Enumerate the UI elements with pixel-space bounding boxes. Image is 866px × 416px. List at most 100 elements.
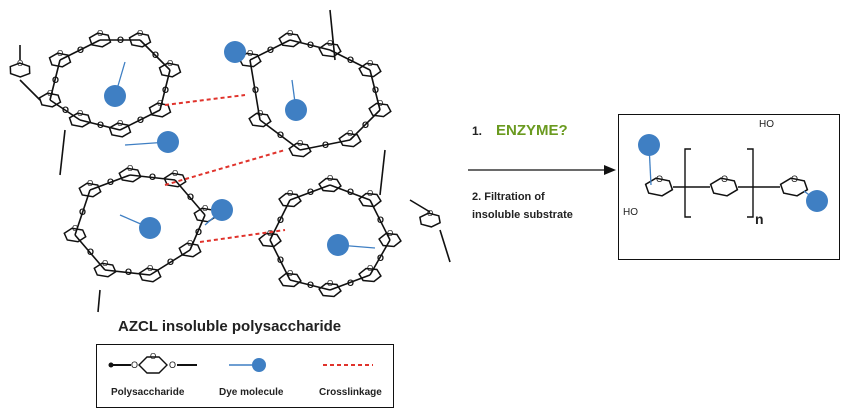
glycosidic-bond	[329, 49, 371, 71]
glycosidic-bond	[369, 199, 391, 241]
linking-oxygen: O	[137, 115, 144, 125]
linking-oxygen: O	[125, 267, 132, 277]
linking-oxygen: O	[167, 257, 174, 267]
linking-oxygen: O	[162, 85, 169, 95]
sugar-ring	[63, 227, 87, 243]
glycosidic-bond	[369, 69, 381, 111]
glycosidic-bond	[249, 39, 291, 61]
dye-molecule	[211, 199, 233, 221]
ring-oxygen: O	[187, 239, 193, 248]
dye-molecule	[327, 234, 349, 256]
glycosidic-bond	[189, 214, 206, 251]
glycosidic-bond	[104, 269, 151, 276]
reaction-arrow	[468, 165, 616, 175]
ring-oxygen: O	[367, 59, 373, 68]
linking-oxygen: O	[97, 120, 104, 130]
ring-oxygen: O	[287, 269, 293, 278]
ring-oxygen: O	[367, 189, 373, 198]
sugar-ring	[68, 112, 92, 128]
legend-polysaccharide-label: Polysaccharide	[111, 387, 185, 398]
ring-oxygen: O	[287, 189, 293, 198]
linking-oxygen: O	[149, 172, 156, 182]
ring-oxygen: O	[47, 89, 53, 98]
repeat-bracket-right	[747, 148, 754, 218]
linking-oxygen: O	[347, 55, 354, 65]
ring-oxygen: O	[127, 164, 133, 173]
product-ring-oxygen: O	[721, 174, 728, 184]
sugar-ring	[318, 42, 342, 58]
linking-oxygen: O	[372, 85, 379, 95]
product-sugar-ring	[644, 177, 674, 197]
ring-oxygen: O	[297, 139, 303, 148]
linking-oxygen: O	[307, 280, 314, 290]
sugar-ring	[358, 267, 382, 283]
linking-oxygen: O	[347, 187, 354, 197]
sugar-ring	[278, 192, 302, 208]
glycosidic-bond	[289, 39, 331, 51]
sugar-ring	[178, 242, 202, 258]
glycosidic-bond	[329, 184, 371, 201]
glycosidic-bond	[59, 129, 66, 176]
ring-oxygen: O	[267, 229, 273, 238]
sugar-ring	[128, 32, 152, 48]
ring-oxygen: O	[77, 109, 83, 118]
glycosidic-bond	[439, 229, 451, 263]
glycosidic-bond	[149, 249, 191, 276]
linking-oxygen: O	[307, 187, 314, 197]
glycosidic-bond	[289, 279, 331, 291]
glycosidic-bond	[259, 119, 301, 151]
ring-oxygen: O	[387, 229, 393, 238]
product-ring-oxygen: O	[791, 174, 798, 184]
product-ho-top: HO	[759, 119, 774, 130]
dye-molecule	[139, 217, 161, 239]
ring-oxygen: O	[17, 59, 23, 68]
glycosidic-bond	[409, 199, 431, 213]
glycosidic-bond	[329, 274, 371, 291]
ring-oxygen: O	[117, 119, 123, 128]
glycosidic-bond	[119, 109, 161, 131]
linking-oxygen: O	[362, 120, 369, 130]
linking-oxygen: O	[117, 35, 124, 45]
crosslinkage	[199, 229, 286, 243]
svg-text:O: O	[169, 360, 176, 370]
network-title: AZCL insoluble polysaccharide	[118, 318, 342, 335]
legend-box: O O O Polysaccharide Dye molecule Crossl…	[96, 344, 394, 408]
sugar-ring	[378, 232, 402, 248]
sugar-ring	[118, 167, 142, 183]
ring-oxygen: O	[172, 169, 178, 178]
linking-oxygen: O	[62, 105, 69, 115]
glycosidic-bond	[97, 289, 101, 313]
sugar-ring	[288, 142, 312, 158]
step1-enzyme-label: ENZYME?	[496, 122, 568, 139]
glycosidic-bond	[74, 189, 91, 236]
ring-oxygen: O	[257, 109, 263, 118]
sugar-ring	[419, 212, 441, 228]
ring-oxygen: O	[327, 279, 333, 288]
glycosidic-bond	[249, 59, 261, 121]
glycosidic-bond	[329, 9, 336, 61]
ring-oxygen: O	[247, 49, 253, 58]
linking-oxygen: O	[152, 50, 159, 60]
product-sugar-ring	[709, 177, 739, 197]
glycosidic-bond	[289, 184, 331, 201]
linking-oxygen: O	[107, 177, 114, 187]
linking-oxygen: O	[87, 247, 94, 257]
step2-filtration-label: 2. Filtration of insoluble substrate	[472, 191, 573, 221]
legend-dye-symbol	[229, 358, 266, 372]
ring-oxygen: O	[327, 39, 333, 48]
glycosidic-bond	[79, 119, 121, 131]
ring-oxygen: O	[72, 224, 78, 233]
ring-oxygen: O	[147, 264, 153, 273]
glycosidic-bond	[74, 234, 106, 271]
linking-oxygen: O	[79, 207, 86, 217]
sugar-ring	[88, 32, 112, 48]
glycosidic-bond	[174, 179, 206, 216]
sugar-ring	[318, 282, 342, 298]
sugar-ring	[368, 102, 392, 118]
legend-dye-label: Dye molecule	[219, 387, 284, 398]
product-dye-left	[638, 134, 660, 156]
sugar-ring	[78, 182, 102, 198]
legend-symbols: O O O	[108, 352, 373, 374]
linking-oxygen: O	[277, 255, 284, 265]
